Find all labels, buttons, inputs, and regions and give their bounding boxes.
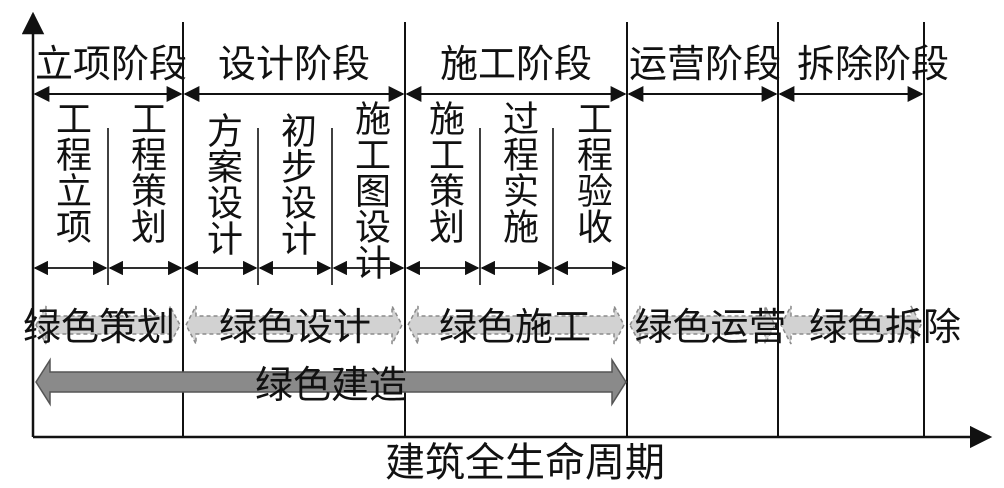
substep-label-construction-drawing: 施工图设计	[349, 100, 390, 280]
phase-label-design: 设计阶段	[217, 42, 370, 86]
green-build-band	[35, 357, 627, 407]
phase-label-operation: 运营阶段	[629, 42, 782, 86]
phase-label-demolition: 拆除阶段	[796, 42, 949, 86]
axis-label: 建筑全生命周期	[385, 440, 665, 486]
substep-label-project-approval: 工程立项	[50, 100, 91, 244]
phase-label-construction: 施工阶段	[439, 42, 592, 86]
substep-label-project-planning: 工程策划	[125, 100, 166, 244]
green-stage-label-planning: 绿色策划	[22, 305, 175, 349]
green-build-label: 绿色建造	[255, 363, 408, 407]
green-stage-band	[35, 305, 181, 345]
green-stage-band	[629, 305, 776, 345]
substep-label-preliminary-design: 初步设计	[275, 112, 316, 256]
green-stage-label-operation: 绿色运营	[634, 305, 787, 349]
green-stage-label-demolition: 绿色拆除	[808, 305, 961, 349]
phase-label-initiation: 立项阶段	[35, 42, 188, 86]
green-stage-band	[780, 305, 922, 345]
substep-label-process-implementation: 过程实施	[497, 100, 538, 244]
green-stage-band	[185, 305, 403, 345]
green-stage-band	[407, 305, 625, 345]
green-stage-label-design: 绿色设计	[218, 305, 371, 349]
green-stage-label-construction: 绿色施工	[438, 305, 591, 349]
substep-label-acceptance: 工程验收	[571, 100, 612, 244]
substep-label-construction-planning: 施工策划	[423, 100, 464, 244]
substep-label-scheme-design: 方案设计	[201, 112, 242, 256]
